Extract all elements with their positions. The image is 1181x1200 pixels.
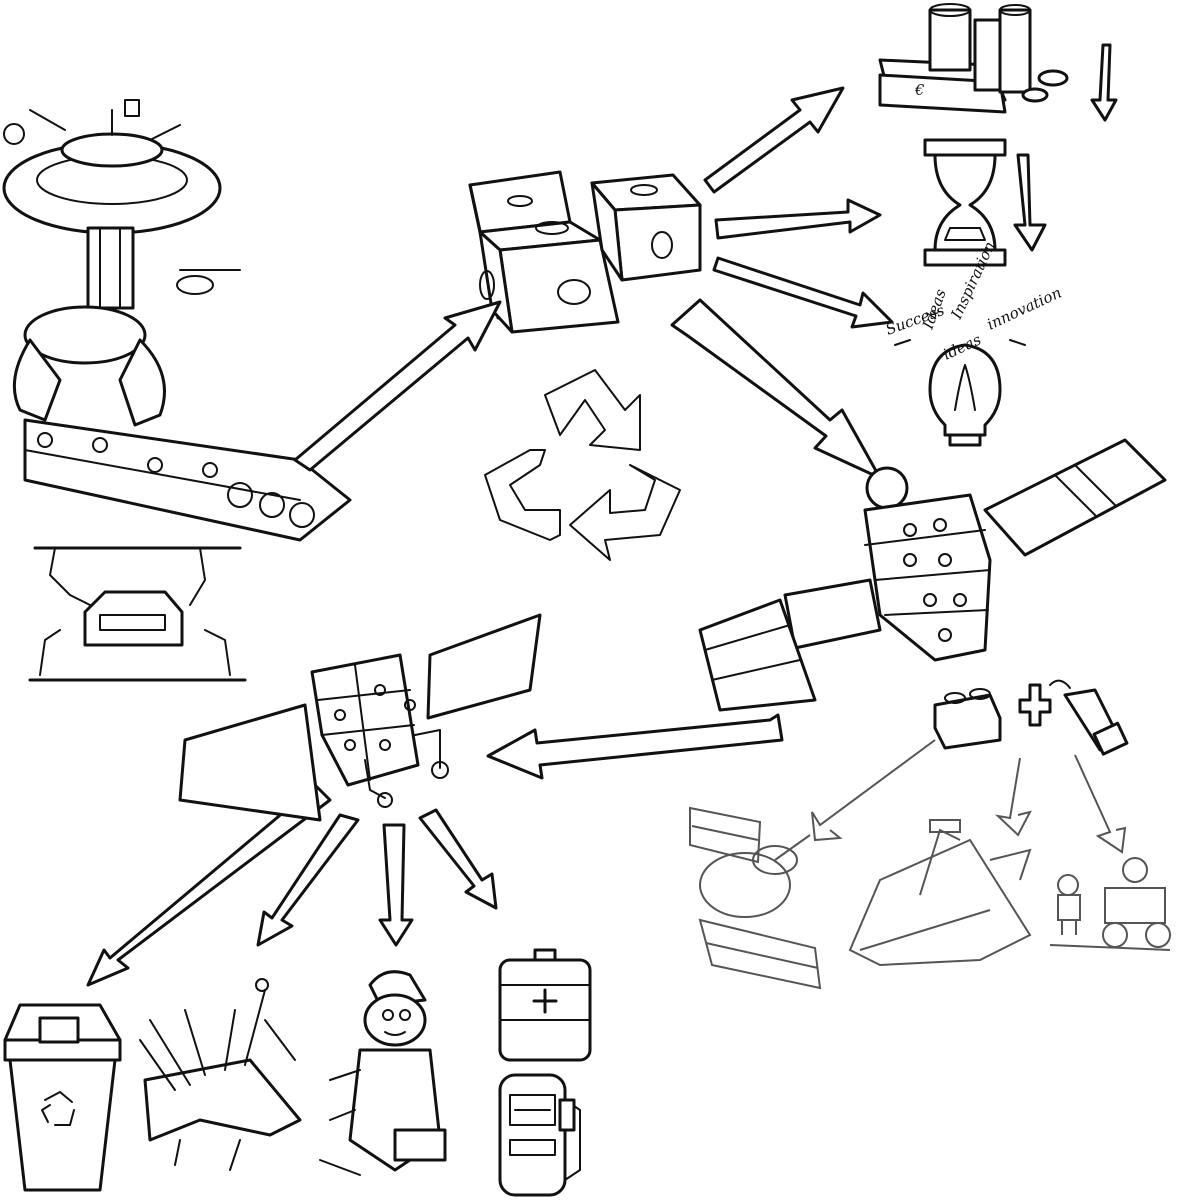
arrow-to-multitool: [256, 813, 360, 947]
space-factory-icon: [2, 99, 352, 682]
arrow-factory-to-modules: [293, 300, 502, 472]
toy-arrows: [811, 739, 1127, 854]
arrow-to-recycle-bin: [86, 783, 332, 987]
toy-shuttle-icon: [848, 819, 1032, 967]
small-satellite-icon: [178, 613, 542, 822]
toy-astronauts-icon: [1049, 857, 1171, 951]
arrow-satellite-to-small-satellite: [486, 713, 784, 780]
recycle-bin-icon: [3, 1003, 122, 1192]
toy-satellite-icon: [689, 806, 822, 990]
toy-brick-icon: [933, 683, 1052, 750]
arrow-to-battery: [418, 808, 498, 910]
recycle-icon: [484, 369, 681, 561]
multitool-icon: [139, 978, 302, 1171]
modules-cube-icon: [468, 170, 702, 334]
mechanic-icon: [319, 970, 447, 1176]
modular-satellite-icon: [698, 438, 1167, 712]
arrow-modules-to-satellite: [670, 298, 882, 480]
money-stack-icon: €: [878, 3, 1118, 122]
lightbulb-icon: Success Ideas Inspiration innovation ide…: [883, 239, 1064, 447]
fuel-pump-icon: [498, 1073, 581, 1197]
svg-text:€: €: [914, 81, 925, 99]
arrow-modules-to-hourglass: [714, 198, 882, 240]
arrow-modules-to-ideas: [712, 256, 894, 329]
usb-plug-icon: [1049, 679, 1129, 756]
battery-icon: [498, 948, 592, 1062]
arrow-to-mechanic: [378, 823, 414, 947]
bulb-word-innovation: innovation: [984, 283, 1064, 333]
arrow-modules-to-money: [703, 86, 845, 194]
hourglass-icon: [923, 138, 1047, 267]
cycle-arrows: [86, 86, 894, 987]
